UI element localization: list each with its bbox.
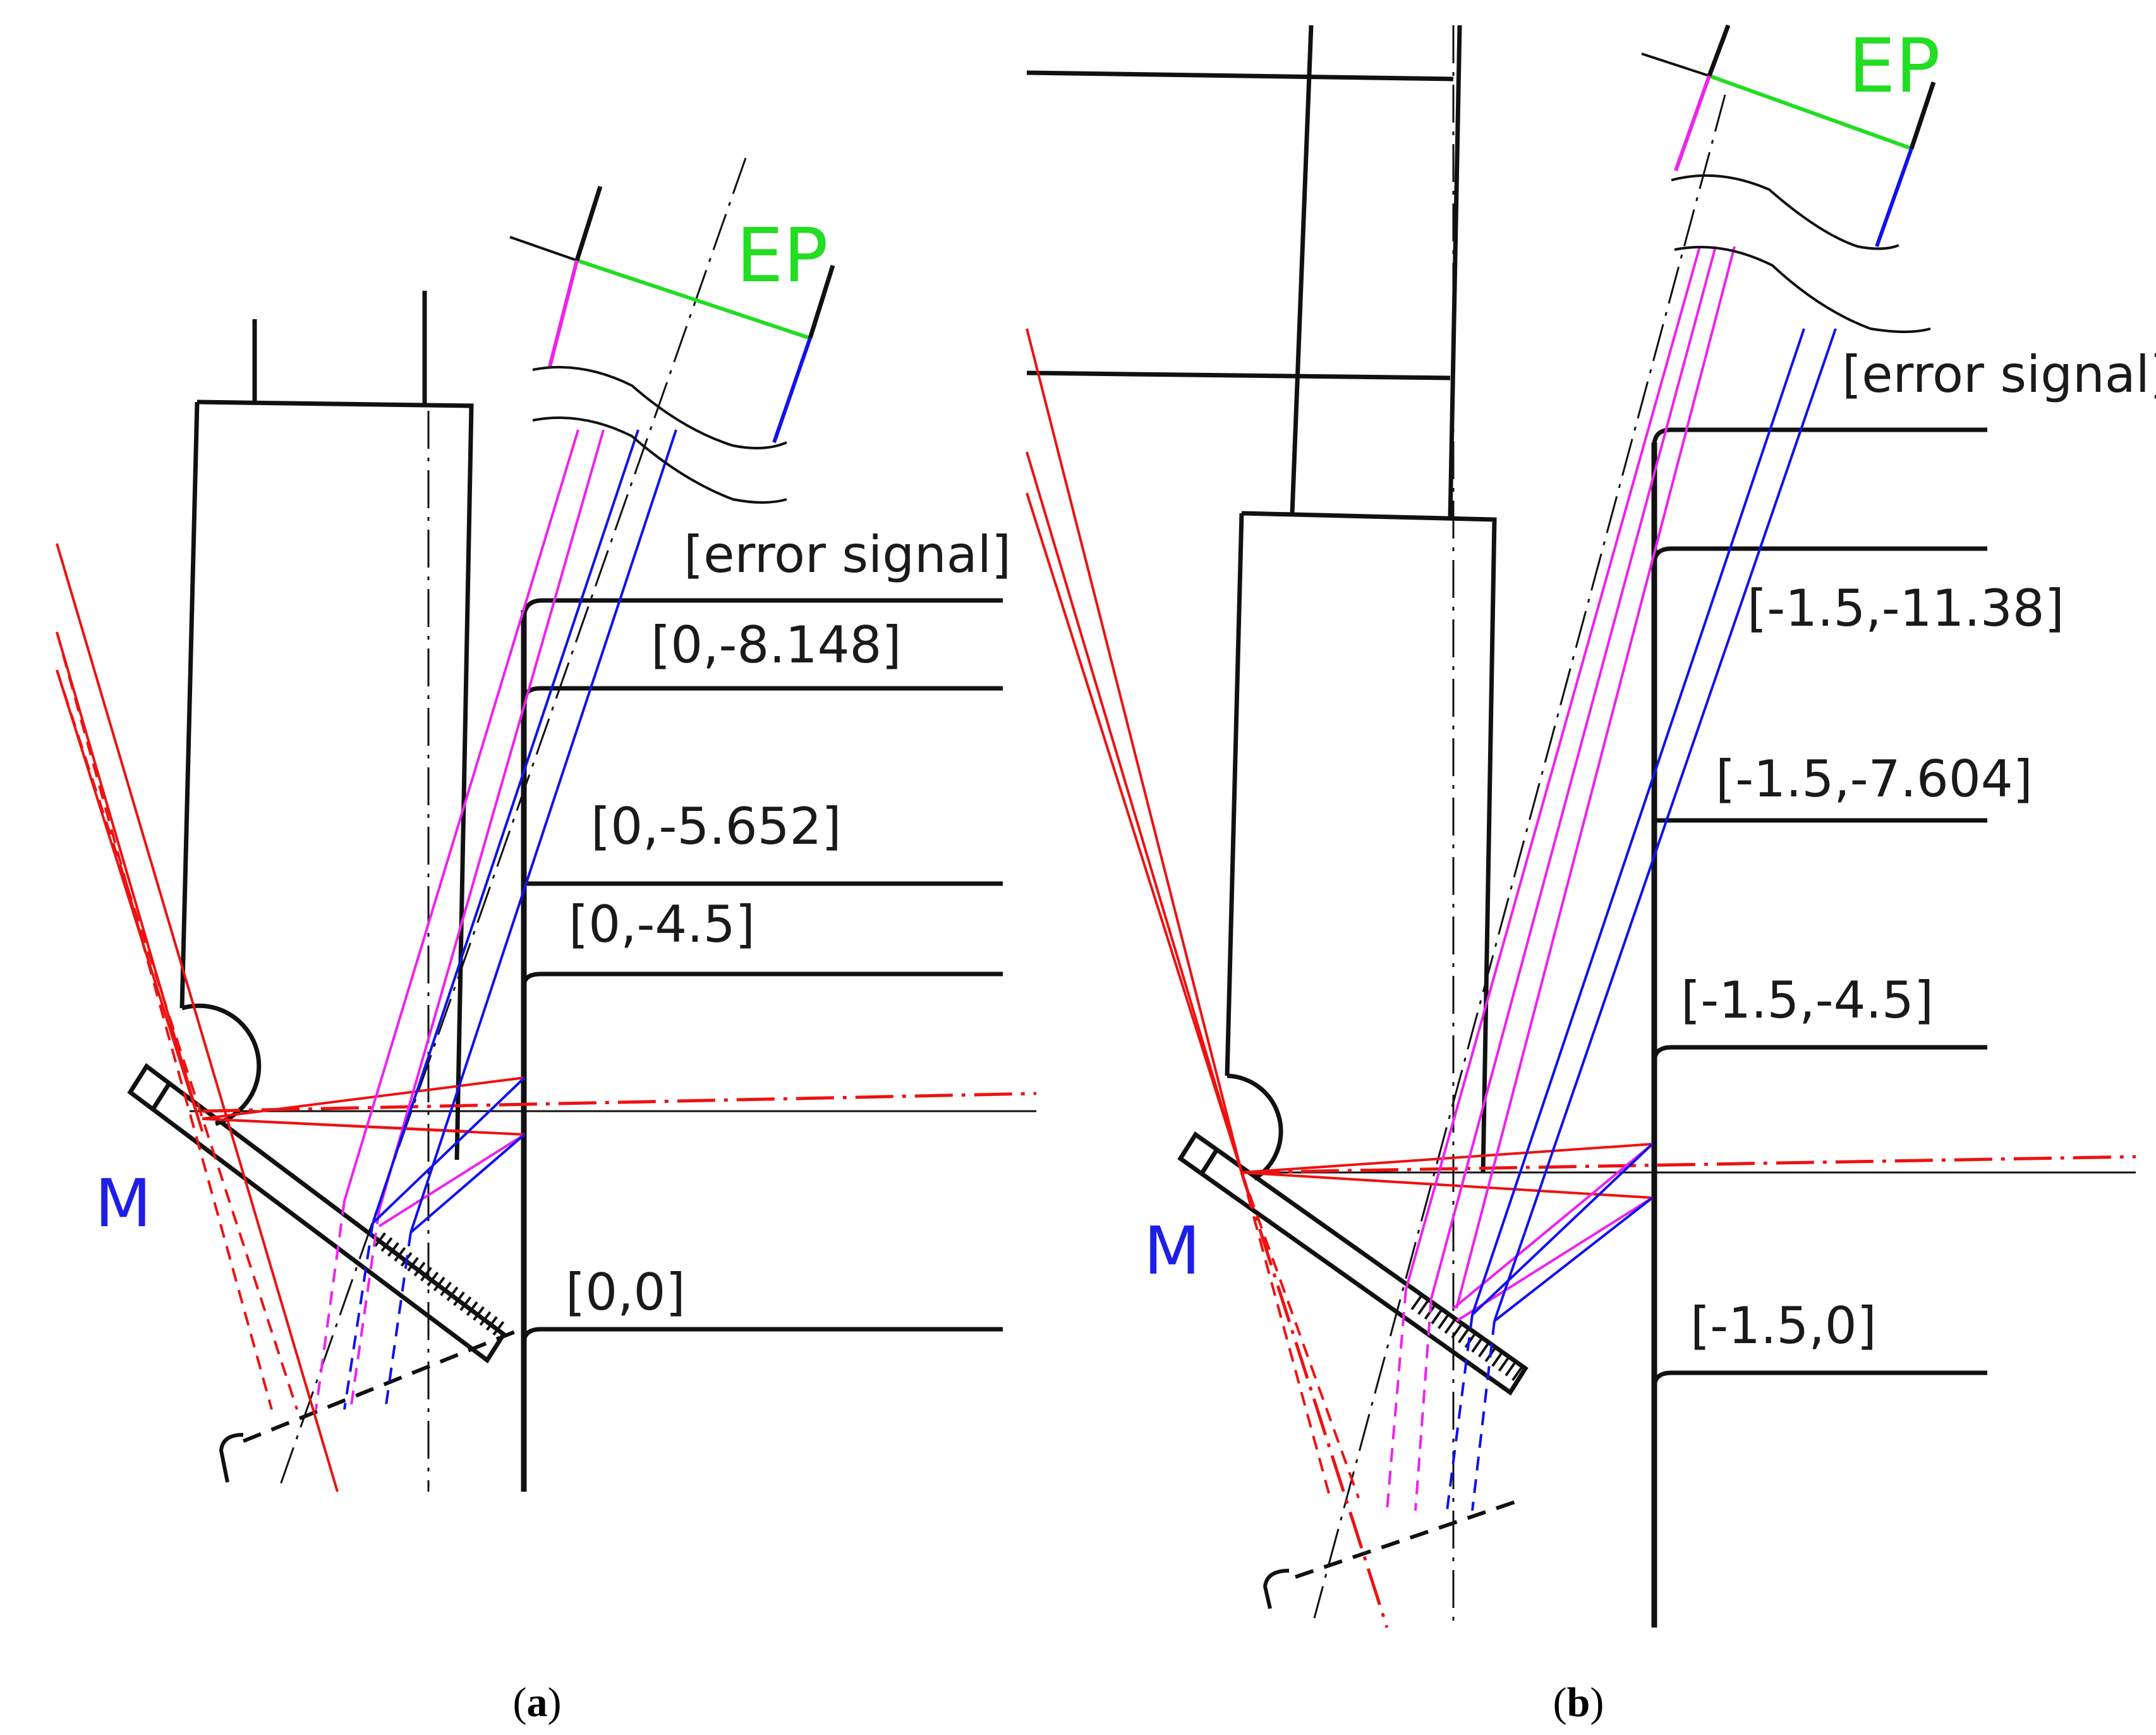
optical-axis-a xyxy=(277,157,747,1492)
ep-label-b: EP xyxy=(1848,22,1941,109)
housing-b xyxy=(1225,511,1497,1181)
blue-rays-a xyxy=(343,429,677,1410)
error-signal-header-b: [error signal] xyxy=(1842,345,2156,404)
red-rays-a xyxy=(56,543,1037,1492)
panel-a: EP M [error signal] [0,-8.148] [0,-5.652… xyxy=(56,157,1037,1726)
panel-b: EP M [error signal] [-1.5,-11.38] [-1.5,… xyxy=(1026,22,2156,1726)
level-label-a-1: [0,-8.148] xyxy=(651,616,902,674)
level-lines-b xyxy=(1652,427,1987,1388)
blue-rays-b xyxy=(1446,328,1837,1511)
level-label-a-4: [0,0] xyxy=(566,1263,686,1322)
level-label-b-3: [-1.5,-4.5] xyxy=(1681,971,1934,1030)
level-lines-a xyxy=(521,598,1003,1344)
magenta-rays-b xyxy=(1386,246,1736,1511)
mirror-label-b: M xyxy=(1144,1212,1201,1289)
ep-group-b xyxy=(1641,24,1936,333)
ep-label-a: EP xyxy=(736,212,828,299)
caption-b: (b) xyxy=(1553,1679,1604,1726)
error-signal-header-a: [error signal] xyxy=(684,525,1011,584)
level-label-b-1: [-1.5,-11.38] xyxy=(1747,579,2064,638)
optical-axis-b xyxy=(1313,94,1726,1619)
level-label-b-4: [-1.5,0] xyxy=(1690,1296,1877,1355)
ep-group-a xyxy=(509,185,835,504)
magenta-rays-a xyxy=(315,429,605,1410)
virtual-image-a xyxy=(219,1329,519,1483)
mirror-a xyxy=(127,1062,507,1364)
housing-a xyxy=(179,291,474,1160)
mirror-label-a: M xyxy=(95,1165,152,1242)
level-label-a-2: [0,-5.652] xyxy=(591,797,842,856)
virtual-image-b xyxy=(1263,1497,1523,1609)
mirror-b xyxy=(1177,1131,1529,1396)
mount-frame-b xyxy=(1026,25,1462,520)
red-rays-b xyxy=(1026,328,2136,1628)
level-label-a-3: [0,-4.5] xyxy=(569,895,755,954)
caption-a: (a) xyxy=(513,1679,562,1726)
level-label-b-2: [-1.5,-7.604] xyxy=(1716,750,2033,808)
